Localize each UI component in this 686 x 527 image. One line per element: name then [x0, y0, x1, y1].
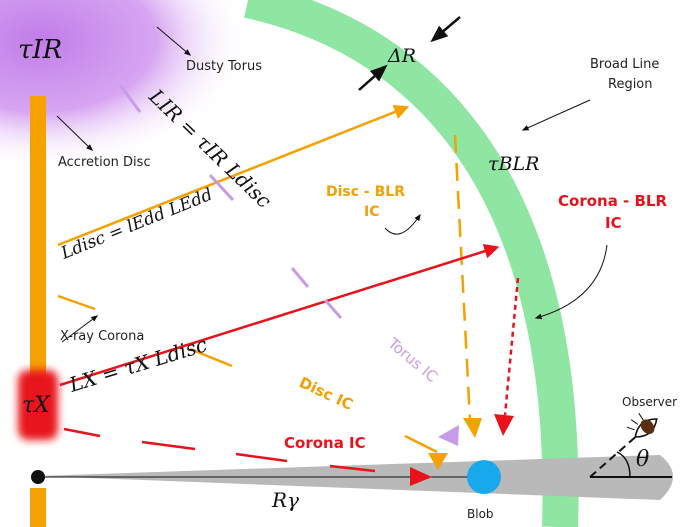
label-delta-r: ΔR	[387, 45, 416, 67]
label-accretion-disc: Accretion Disc	[58, 155, 151, 170]
label-tau-x: τX	[22, 393, 51, 418]
label-corona-blr-ic-2: IC	[605, 214, 622, 232]
torus-ic-dash-b	[208, 173, 235, 202]
label-disc-blr-ic-2: IC	[364, 204, 379, 220]
corona-blr-arrow	[59, 244, 500, 387]
accretion-disc-bar-lower	[30, 488, 46, 527]
corona-ic-dash-d	[329, 464, 376, 473]
disc-blr-ic-head	[463, 418, 482, 438]
black-hole-dot	[31, 470, 45, 484]
corona-ic-dash-c	[235, 452, 288, 463]
xray-corona-blob	[18, 370, 58, 440]
corona-blr-ic-pointer	[534, 244, 608, 320]
disc-ic-dash-b	[189, 347, 233, 368]
label-r-gamma: Rγ	[271, 488, 299, 512]
disc-to-blob-dashed	[453, 134, 472, 421]
broad-line-region-arc	[244, 0, 579, 527]
corona-ic-head	[410, 467, 432, 486]
torus-ic-dash-d	[323, 299, 343, 319]
delta-r-arrow-right	[430, 16, 461, 43]
torus-ic-dash-a	[118, 84, 142, 113]
label-disc-blr-ic-1: Disc - BLR	[326, 184, 405, 200]
torus-ic-dash-c	[290, 267, 310, 288]
broad-line-region-pointer	[521, 99, 591, 131]
disc-ic-head	[428, 453, 448, 470]
corona-ic-dash-b	[141, 440, 196, 451]
corona-blr-ic-head	[494, 414, 514, 436]
observer-eye-icon	[626, 412, 658, 438]
label-xray-corona: X-ray Corona	[60, 329, 144, 344]
label-torus-ic: Torus IC	[384, 334, 441, 386]
accretion-disc-bar	[30, 96, 46, 386]
label-observer: Observer	[622, 395, 677, 409]
accretion-disc-pointer	[56, 115, 94, 151]
label-corona-blr-ic-1: Corona - BLR	[558, 192, 667, 210]
delta-r-arrow-left	[358, 64, 388, 91]
disc-ic-dash-a	[57, 294, 96, 311]
label-blob: Blob	[467, 507, 494, 521]
observer-sightline	[589, 432, 641, 478]
label-disc-ic: Disc IC	[296, 373, 355, 414]
corona-to-blob-dashed	[503, 277, 520, 416]
label-dusty-torus: Dusty Torus	[186, 59, 262, 74]
label-tau-blr: τBLR	[488, 153, 539, 175]
dusty-torus-pointer	[156, 26, 192, 56]
label-broad-line-region-1: Broad Line	[590, 57, 659, 72]
disc-blr-arrow	[57, 104, 410, 247]
theta-arc	[616, 451, 631, 478]
label-tau-ir: τIR	[18, 35, 62, 65]
corona-ic-dash-a	[63, 427, 101, 438]
label-l-disc-eq: Ldisc = lEdd LEdd	[57, 185, 215, 264]
torus-ic-head	[438, 425, 459, 446]
label-broad-line-region-2: Region	[608, 77, 653, 92]
label-theta: θ	[636, 447, 649, 472]
xray-corona-pointer	[61, 315, 99, 343]
blob-circle	[467, 460, 501, 494]
disc-ic-dash-c	[404, 434, 438, 454]
label-corona-ic: Corona IC	[284, 434, 366, 452]
disc-blr-ic-pointer	[384, 213, 421, 235]
